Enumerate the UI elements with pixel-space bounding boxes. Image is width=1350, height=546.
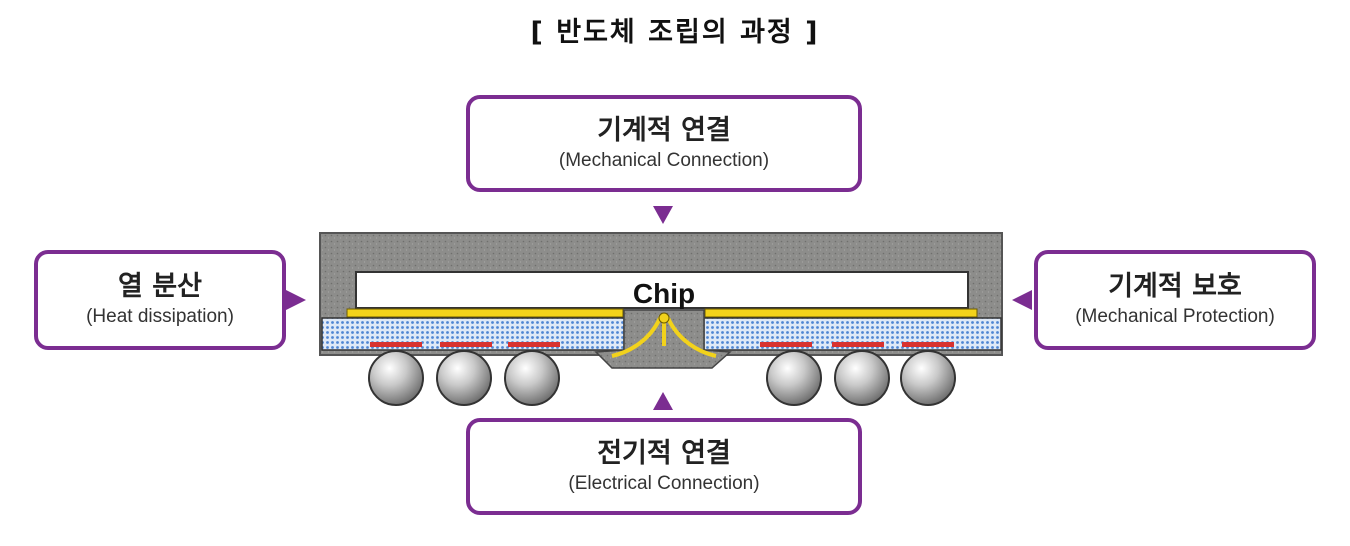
callout-subtitle: (Mechanical Protection) [1075, 306, 1275, 328]
contact-pad [760, 342, 812, 347]
bond-pad [658, 312, 670, 324]
page-title: [ 반도체 조립의 과정 ] [530, 17, 820, 48]
bond-wire-left [611, 317, 662, 358]
solder-ball [436, 350, 492, 406]
callout-subtitle: (Mechanical Connection) [558, 149, 770, 171]
chip-die [355, 271, 969, 309]
solder-ball [368, 350, 424, 406]
contact-pad [440, 342, 492, 347]
callout-title: 기계적 연결 [597, 114, 731, 146]
callout-heat-dissipation: 열 분산 (Heat dissipation) [34, 250, 286, 350]
solder-ball [834, 350, 890, 406]
callout-subtitle: (Electrical Connection) [568, 472, 760, 494]
callout-title: 전기적 연결 [597, 437, 731, 469]
contact-pad [832, 342, 884, 347]
callout-title: 기계적 보호 [1108, 271, 1242, 303]
arrow-right [1012, 290, 1032, 310]
contact-pad [370, 342, 422, 347]
solder-ball [900, 350, 956, 406]
solder-ball [504, 350, 560, 406]
arrow-left [286, 290, 306, 310]
contact-pad [902, 342, 954, 347]
arrow-top [653, 206, 673, 224]
solder-ball [766, 350, 822, 406]
callout-mechanical-protection: 기계적 보호 (Mechanical Protection) [1034, 250, 1316, 350]
arrow-bottom [653, 392, 673, 410]
callout-subtitle: (Heat dissipation) [86, 306, 234, 328]
chip-label: Chip [633, 278, 695, 309]
lead-layer-right [704, 308, 978, 318]
contact-pad [508, 342, 560, 347]
callout-title: 열 분산 [118, 271, 202, 303]
callout-electrical-connection: 전기적 연결 (Electrical Connection) [466, 418, 862, 515]
lead-layer-left [346, 308, 624, 318]
callout-mechanical-connection: 기계적 연결 (Mechanical Connection) [466, 95, 862, 192]
bond-wire-right [666, 317, 717, 358]
